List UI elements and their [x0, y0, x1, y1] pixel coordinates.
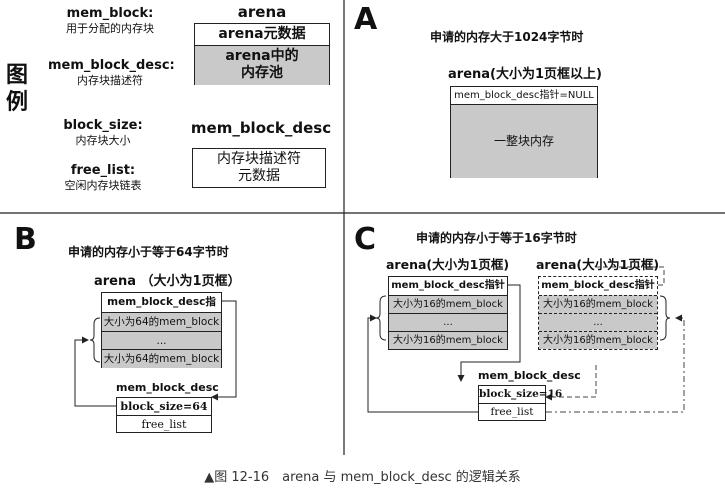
- brace-c-left: [375, 295, 387, 341]
- legend-item-mem-block: mem_block: 用于分配的内存块: [48, 6, 172, 36]
- legend-title: 图例: [6, 63, 29, 115]
- panel-c-free-list: free_list: [479, 403, 545, 420]
- brace-b: [89, 317, 101, 363]
- panel-c-arena2-box: mem_block_desc指针 大小为16的mem_block ... 大小为…: [538, 276, 658, 350]
- legend-desc-box: 内存块描述符 元数据: [192, 148, 326, 188]
- legend-term: free_list:: [70, 163, 136, 178]
- panel-b-desc-title: mem_block_desc: [116, 381, 219, 394]
- legend-desc-title: mem_block_desc: [190, 119, 332, 137]
- legend-desc: 用于分配的内存块: [66, 22, 154, 35]
- panel-c-heading: 申请的内存小于等于16字节时: [416, 231, 577, 245]
- panel-c-arena2-row-header: mem_block_desc指针: [541, 280, 655, 291]
- panel-a-arena-title: arena(大小为1页框以上): [448, 67, 602, 82]
- legend-arena-box: arena元数据 arena中的 内存池: [194, 23, 330, 85]
- panel-c-arena1-title: arena(大小为1页框): [386, 257, 510, 272]
- panel-c-arena1-row-ellipsis: ...: [389, 313, 507, 331]
- legend-desc: 空闲内存块链表: [64, 179, 142, 192]
- panel-c-arena2-row-block: 大小为16的mem_block: [539, 295, 657, 313]
- panel-b-block-size: block_size=64: [120, 400, 208, 413]
- panel-b-row-block: 大小为64的mem_block: [102, 312, 221, 331]
- panel-a-body: 一整块内存: [451, 105, 597, 178]
- panel-c-letter: C: [354, 222, 377, 257]
- panel-a-letter: A: [354, 2, 378, 37]
- legend-arena-title: arena: [237, 3, 287, 21]
- panel-b-row-ellipsis: ...: [102, 331, 221, 349]
- panel-b-letter: B: [14, 222, 37, 257]
- legend-item-block-size: block_size: 内存块大小: [48, 118, 158, 148]
- panel-b-arena-title: arena （大小为1页框）: [94, 274, 241, 289]
- legend-term: block_size:: [63, 118, 143, 133]
- panel-a-header: mem_block_desc指针=NULL: [451, 87, 597, 105]
- panel-c-arena2-row-ellipsis: ...: [539, 313, 657, 331]
- panel-c-block-size: block_size=16: [479, 388, 563, 400]
- brace-c-right: [659, 295, 671, 341]
- panel-b-free-list: free_list: [117, 415, 211, 432]
- panel-b-heading: 申请的内存小于等于64字节时: [68, 245, 229, 259]
- legend-item-free-list: free_list: 空闲内存块链表: [48, 163, 158, 193]
- legend-term: mem_block_desc:: [48, 58, 175, 73]
- panel-b-row-header: mem_block_desc指针: [107, 296, 216, 326]
- legend-arena-meta: arena元数据: [195, 24, 329, 46]
- panel-c-arena1-row-header: mem_block_desc指针: [391, 280, 505, 291]
- panel-c-arena1-row-block: 大小为16的mem_block: [389, 331, 507, 349]
- legend-desc: 内存块大小: [75, 134, 131, 147]
- panel-a-heading: 申请的内存大于1024字节时: [430, 30, 584, 44]
- panel-c-arena1-row-block: 大小为16的mem_block: [389, 295, 507, 313]
- panel-c-desc-box: block_size=16 free_list: [478, 385, 563, 421]
- figure-caption: ▲图 12-16 arena 与 mem_block_desc 的逻辑关系: [204, 470, 521, 485]
- panel-b-arena-box: mem_block_desc指针 大小为64的mem_block ... 大小为…: [101, 292, 222, 368]
- panel-b-row-block: 大小为64的mem_block: [102, 349, 221, 368]
- legend-item-mem-block-desc: mem_block_desc: 内存块描述符: [48, 58, 175, 88]
- panel-a-arena-box: mem_block_desc指针=NULL 一整块内存: [450, 86, 598, 178]
- legend-term: mem_block:: [66, 6, 154, 21]
- legend-desc: 内存块描述符: [77, 74, 143, 87]
- panel-c-arena2-title: arena(大小为1页框): [536, 257, 660, 272]
- panel-c-desc-title: mem_block_desc: [478, 369, 581, 382]
- panel-b-desc-box: block_size=64 free_list: [116, 397, 212, 433]
- panel-c-arena2-row-block: 大小为16的mem_block: [539, 331, 657, 349]
- panel-c-arena1-box: mem_block_desc指针 大小为16的mem_block ... 大小为…: [388, 276, 508, 350]
- legend-arena-pool: arena中的 内存池: [195, 46, 329, 85]
